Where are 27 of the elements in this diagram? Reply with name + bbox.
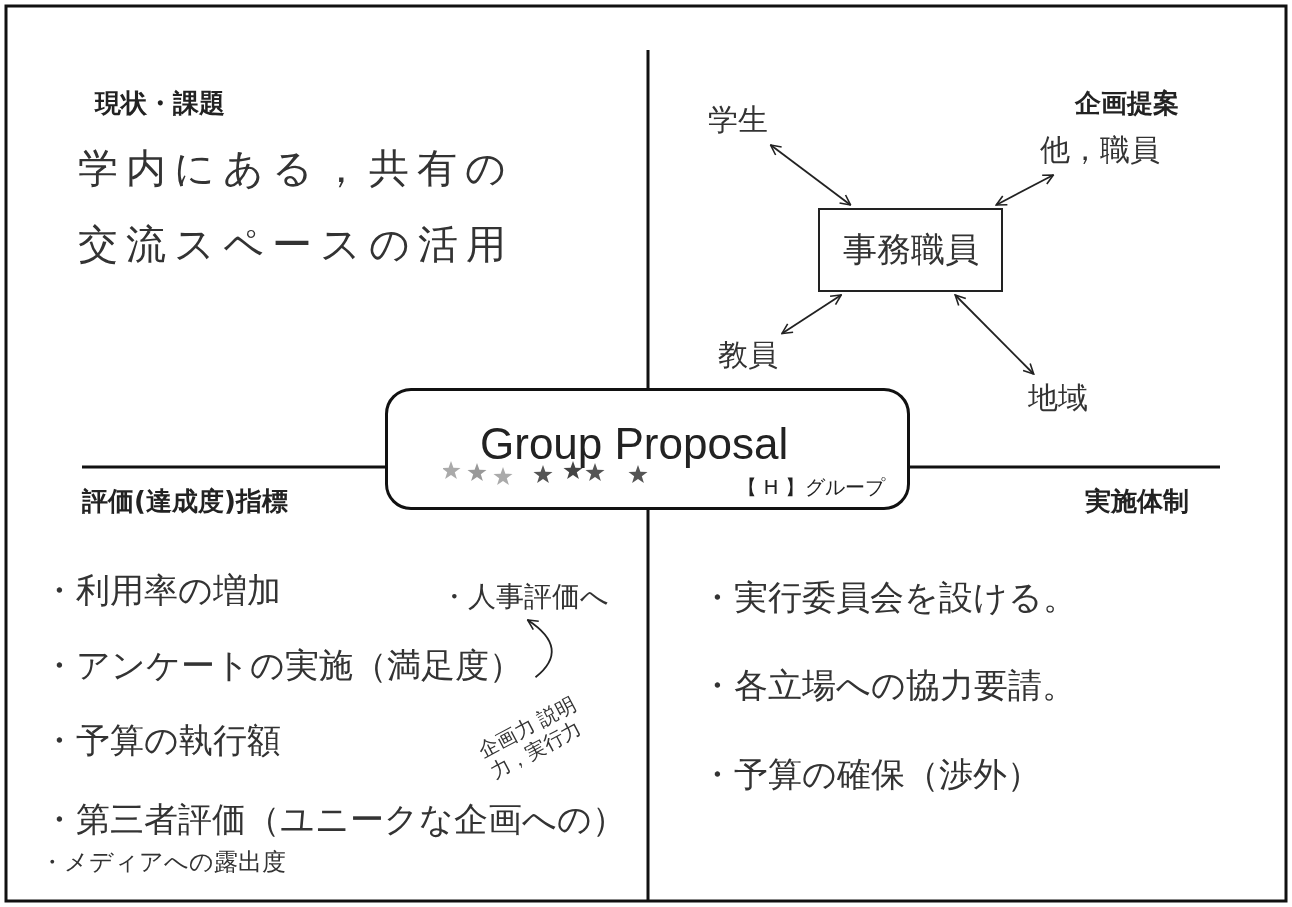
title-box [385, 388, 910, 510]
note-text: 他，職員 [1040, 130, 1160, 171]
note-text: ・予算の確保（渉外） [700, 753, 1041, 796]
section-heading: 企画提案 [1075, 87, 1179, 120]
note-text: ・利用率の増加 [42, 569, 281, 612]
arrow [781, 294, 843, 335]
group-label: 【 H 】グループ [737, 474, 885, 501]
arrow [526, 619, 553, 679]
section-heading: 実施体制 [1085, 485, 1189, 518]
note-text: ・メディアへの露出度 [40, 847, 286, 878]
section-heading: 評価(達成度)指標 [82, 485, 288, 518]
note-text: ・人事評価へ [440, 578, 609, 616]
note-text: ・予算の執行額 [42, 719, 281, 762]
arrow [769, 144, 852, 206]
arrow [954, 294, 1035, 375]
note-text: 地域 [1028, 378, 1088, 419]
note-text: ・アンケートの実施（満足度） [42, 644, 523, 687]
note-text: ・第三者評価（ユニークな企画への） [42, 798, 626, 841]
arrow [995, 174, 1055, 206]
note-text: 教員 [718, 335, 778, 376]
title-text: Group Proposal [480, 419, 789, 469]
note-text: ・実行委員会を設ける。 [700, 576, 1077, 619]
role-box: 事務職員 [818, 208, 1003, 292]
note-text: 学生 [708, 100, 768, 141]
note-text: 学内にある，共有の交流スペースの活用 [78, 144, 515, 269]
note-text: ・各立場への協力要請。 [700, 664, 1076, 707]
section-heading: 現状・課題 [95, 87, 225, 120]
